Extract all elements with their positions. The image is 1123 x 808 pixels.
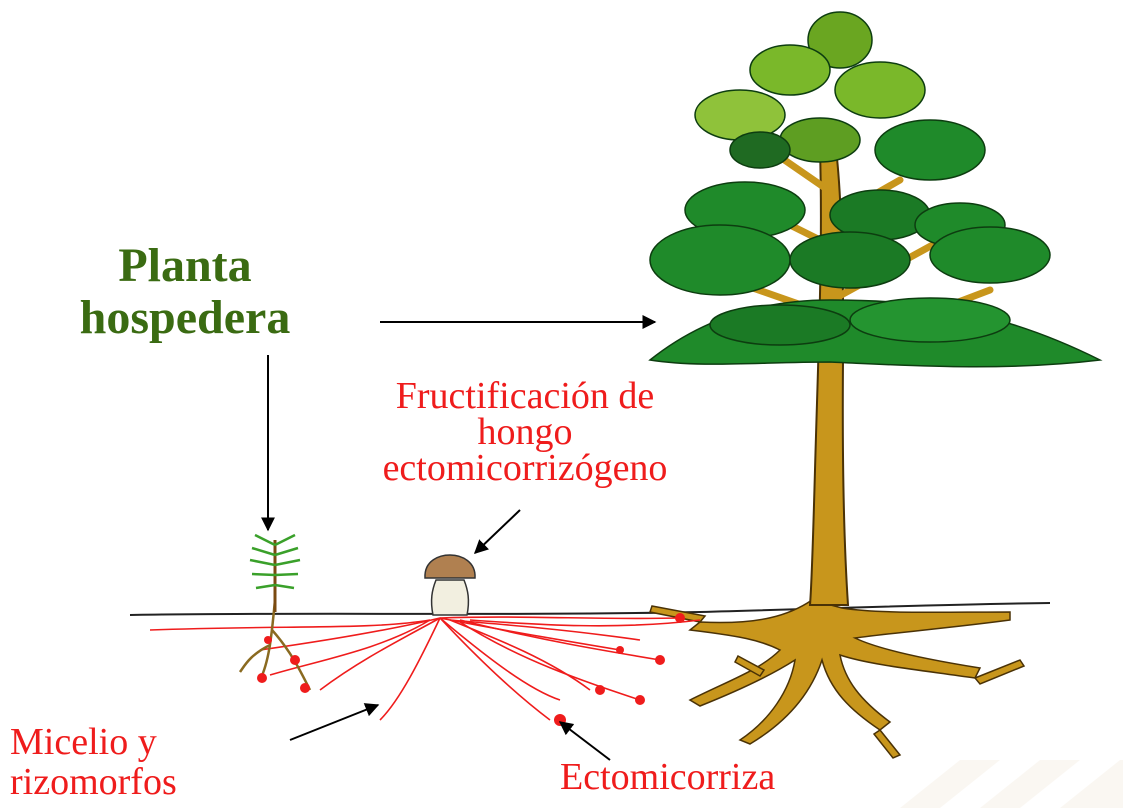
watermark-stripes	[900, 760, 1123, 808]
mycelium-label-line2: rizomorfos	[10, 761, 177, 803]
ectomycorrhiza-label: Ectomicorriza	[560, 758, 890, 796]
fruiting-body-label-line2: hongo	[477, 411, 573, 453]
mycelium-label: Micelio y rizomorfos	[10, 722, 250, 802]
tree-roots	[649, 599, 1026, 759]
pointer-arrows	[261, 315, 657, 761]
tree-root-ectomycorrhizae	[554, 613, 685, 726]
host-plant-label-line2: hospedera	[79, 291, 291, 344]
mycel-to-hyphae-arrow	[289, 703, 380, 741]
fruiting-body-label-line3: ectomicorrizógeno	[382, 447, 668, 489]
mushroom	[424, 554, 476, 616]
host-plant-label: Planta hospedera	[40, 240, 330, 344]
mycelium-label-line1: Micelio y	[10, 721, 157, 763]
host-plant-label-line1: Planta	[118, 239, 252, 292]
fruiting-body-label: Fructificación de hongo ectomicorrizógen…	[320, 375, 730, 489]
seedling	[249, 533, 301, 612]
fruiting-body-label-line1: Fructificación de	[395, 375, 655, 417]
tree-foliage	[648, 11, 1103, 368]
hyphal-network	[149, 616, 701, 721]
seedling-ectomycorrhizae	[257, 636, 310, 693]
ecto-to-roottip-arrow	[558, 721, 611, 761]
ectomycorrhiza-label-line1: Ectomicorriza	[560, 756, 776, 798]
fruit-to-mushroom-arrow	[473, 509, 521, 554]
